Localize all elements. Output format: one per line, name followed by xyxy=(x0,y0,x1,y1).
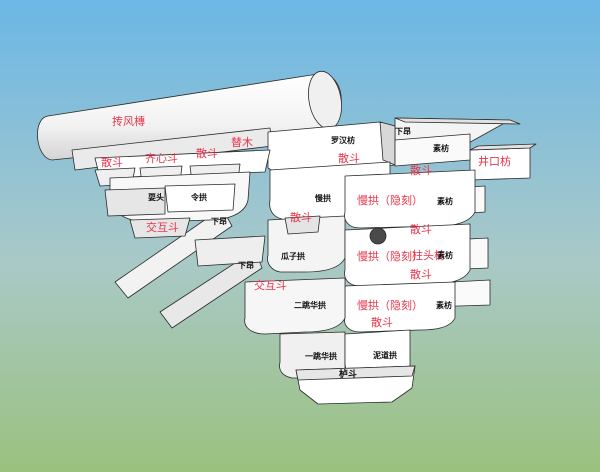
erchaohuagong-block xyxy=(244,277,346,335)
label-timu: 替木 xyxy=(231,136,253,149)
sufang-beam-1 xyxy=(394,133,471,167)
label-qixindou: 齐心斗 xyxy=(145,152,178,165)
round-opening xyxy=(369,227,387,245)
label-sufang-2: 素枋 xyxy=(437,197,453,206)
label-sandou-2: 散斗 xyxy=(196,147,218,160)
label-sandou-3: 散斗 xyxy=(338,152,360,165)
xiaang-lower-block xyxy=(194,235,266,267)
label-sandou-4: 散斗 xyxy=(410,164,432,177)
label-sandou-7: 散斗 xyxy=(410,268,432,281)
label-sandou-1: 散斗 xyxy=(101,156,123,169)
shuahetou-block xyxy=(104,187,166,217)
jiaohudou-upper xyxy=(129,217,191,239)
label-sandou-5: 散斗 xyxy=(290,211,312,224)
mangong-yinke-block-3 xyxy=(344,281,456,333)
label-xiaang-2: 下昂 xyxy=(238,261,254,270)
dou-small-1 xyxy=(284,215,321,235)
label-mangong-1: 慢拱 xyxy=(315,194,331,203)
label-jingkoufang: 井口枋 xyxy=(478,155,511,168)
label-sandou-6: 散斗 xyxy=(410,223,432,236)
label-erchaohuagong: 二跳华拱 xyxy=(294,301,326,310)
rear-slope-beam-top xyxy=(394,117,521,125)
label-shuahetou: 耍头 xyxy=(148,193,164,202)
label-xiaang-1: 下昂 xyxy=(211,217,227,226)
label-xiaang-3: 下昂 xyxy=(395,127,411,136)
label-mangong-yinke-2: 慢拱（隐刻） xyxy=(357,250,423,263)
label-guazigong: 瓜子拱 xyxy=(281,252,305,261)
label-tuofengtuan: 抟风槫 xyxy=(112,115,145,128)
label-jiaohudou-2: 交互斗 xyxy=(254,279,287,292)
label-mangong-yinke-1: 慢拱（隐刻） xyxy=(357,194,423,207)
label-sufang-1: 素枋 xyxy=(433,144,449,153)
label-zhutoufang: 柱头枋 xyxy=(412,249,445,262)
label-yichaohuagong: 一跳华拱 xyxy=(305,352,337,361)
label-ludou: 栌斗 xyxy=(339,370,358,380)
label-sufang-3: 素枋 xyxy=(437,251,453,260)
label-sufang-4: 素枋 xyxy=(436,301,452,310)
label-mangong-yinke-3: 慢拱（隐刻） xyxy=(357,299,423,312)
xiaang-arm-2 xyxy=(159,249,263,329)
linggong-arm xyxy=(164,183,236,213)
label-nidaogong: 泥道拱 xyxy=(373,351,397,360)
label-luohanfang: 罗汉枋 xyxy=(331,136,355,145)
label-sandou-8: 散斗 xyxy=(371,316,393,329)
label-jiaohudou-1: 交互斗 xyxy=(146,221,179,234)
label-linggong: 令拱 xyxy=(191,193,207,202)
